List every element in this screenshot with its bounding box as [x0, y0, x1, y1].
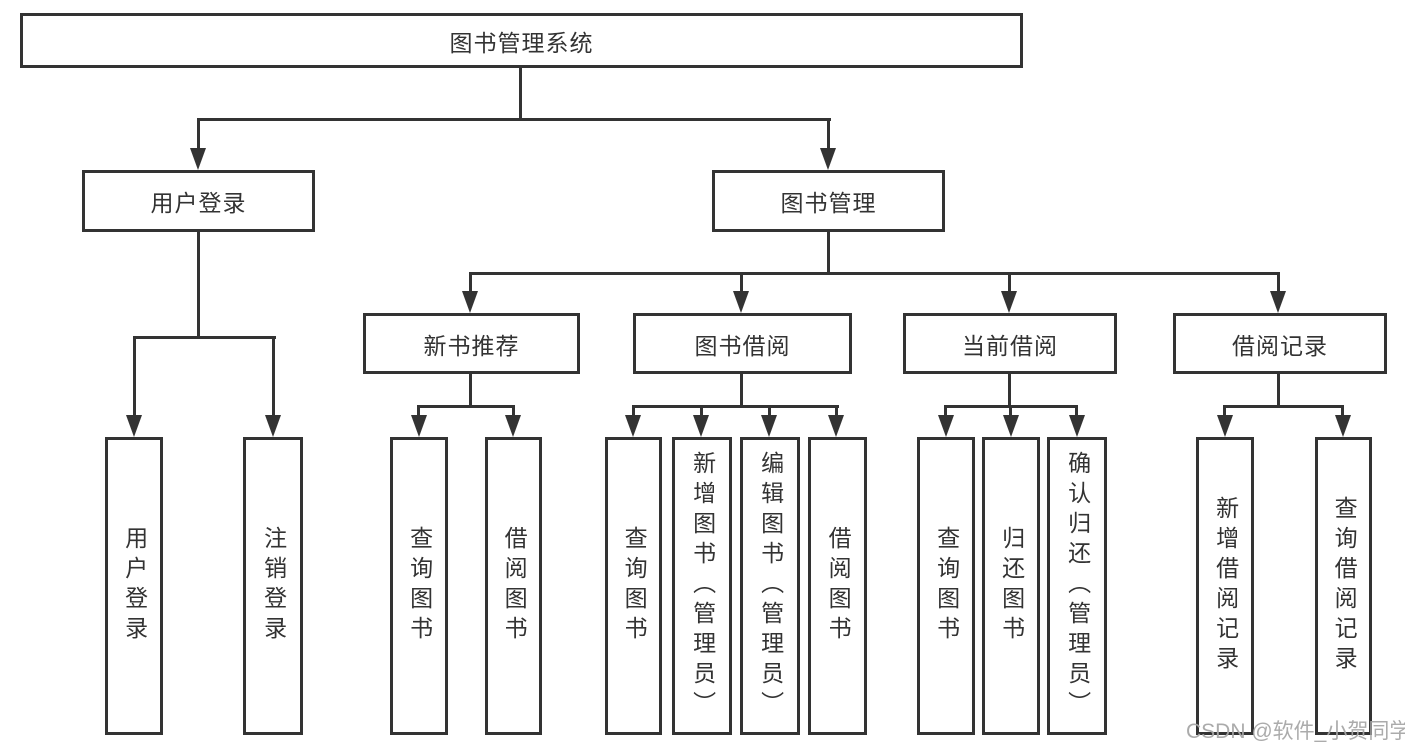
connector-line [632, 405, 635, 419]
connector-line [1223, 405, 1226, 419]
node-user-login-module: 用户登录 [82, 170, 315, 232]
connector-line [1341, 405, 1344, 419]
leaf-query-books-recommend: 查询图书 [390, 437, 448, 735]
arrowhead-icon [1001, 291, 1017, 313]
node-book-borrowing: 图书借阅 [633, 313, 852, 374]
arrowhead-icon [1335, 415, 1351, 437]
leaf-label: 借阅图书 [825, 526, 852, 646]
arrowhead-icon [1003, 415, 1019, 437]
arrowhead-icon [265, 415, 281, 437]
connector-line [1009, 405, 1012, 419]
connector-line [469, 272, 1280, 275]
leaf-label: 归还图书 [998, 526, 1025, 646]
leaf-label: 确认归还（管理员） [1064, 451, 1091, 721]
leaf-query-books-borrowing: 查询图书 [605, 437, 662, 735]
connector-line [1075, 405, 1078, 419]
arrowhead-icon [190, 148, 206, 170]
arrowhead-icon [1270, 291, 1286, 313]
leaf-label: 查询图书 [621, 526, 648, 646]
connector-line [1223, 405, 1344, 408]
connector-line [1008, 272, 1011, 294]
connector-line [632, 405, 839, 408]
arrowhead-icon [625, 415, 641, 437]
connector-line [768, 405, 771, 419]
connector-line [469, 272, 472, 294]
node-borrowing-records: 借阅记录 [1173, 313, 1387, 374]
node-book-management-module: 图书管理 [712, 170, 945, 232]
arrowhead-icon [820, 148, 836, 170]
node-current-borrowing: 当前借阅 [903, 313, 1117, 374]
leaf-borrow-books-recommend: 借阅图书 [485, 437, 542, 735]
connector-line [417, 405, 515, 408]
leaf-label: 新增借阅记录 [1212, 496, 1239, 676]
watermark: CSDN @软件_小贺同学 [1186, 720, 1405, 743]
leaf-label: 编辑图书（管理员） [757, 451, 784, 721]
connector-line [740, 374, 743, 408]
connector-line [1008, 374, 1011, 408]
leaf-query-borrow-record: 查询借阅记录 [1315, 437, 1372, 735]
leaf-logout: 注销登录 [243, 437, 303, 735]
leaf-user-login: 用户登录 [105, 437, 163, 735]
arrowhead-icon [505, 415, 521, 437]
leaf-query-books-current: 查询图书 [917, 437, 975, 735]
leaf-add-borrow-record: 新增借阅记录 [1196, 437, 1254, 735]
arrowhead-icon [938, 415, 954, 437]
arrowhead-icon [1069, 415, 1085, 437]
arrowhead-icon [411, 415, 427, 437]
connector-line [1277, 272, 1280, 294]
arrowhead-icon [1217, 415, 1233, 437]
arrowhead-icon [828, 415, 844, 437]
connector-line [740, 272, 743, 294]
connector-line [944, 405, 947, 419]
connector-line [519, 68, 522, 120]
leaf-label: 注销登录 [260, 526, 287, 646]
leaf-label: 借阅图书 [501, 526, 528, 646]
leaf-add-book-admin: 新增图书（管理员） [672, 437, 732, 735]
node-new-book-recommendation: 新书推荐 [363, 313, 580, 374]
leaf-label: 新增图书（管理员） [689, 451, 716, 721]
connector-line [272, 336, 275, 416]
connector-line [133, 336, 136, 416]
leaf-edit-book-admin: 编辑图书（管理员） [740, 437, 800, 735]
arrowhead-icon [462, 291, 478, 313]
leaf-confirm-return-admin: 确认归还（管理员） [1047, 437, 1107, 735]
connector-line [512, 405, 515, 419]
connector-line [197, 118, 200, 150]
leaf-borrow-books-borrowing: 借阅图书 [808, 437, 867, 735]
connector-line [827, 118, 830, 150]
arrowhead-icon [761, 415, 777, 437]
connector-line [469, 374, 472, 408]
connector-line [1277, 374, 1280, 408]
connector-line [835, 405, 838, 419]
arrowhead-icon [733, 291, 749, 313]
leaf-label: 用户登录 [121, 526, 148, 646]
connector-line [197, 118, 831, 121]
connector-line [827, 232, 830, 275]
leaf-label: 查询图书 [933, 526, 960, 646]
leaf-label: 查询图书 [406, 526, 433, 646]
connector-line [197, 232, 200, 338]
arrowhead-icon [693, 415, 709, 437]
leaf-label: 查询借阅记录 [1331, 496, 1358, 676]
node-library-management-system: 图书管理系统 [20, 13, 1023, 68]
leaf-return-books: 归还图书 [982, 437, 1040, 735]
connector-line [417, 405, 420, 419]
connector-line [700, 405, 703, 419]
arrowhead-icon [126, 415, 142, 437]
connector-line [133, 336, 276, 339]
